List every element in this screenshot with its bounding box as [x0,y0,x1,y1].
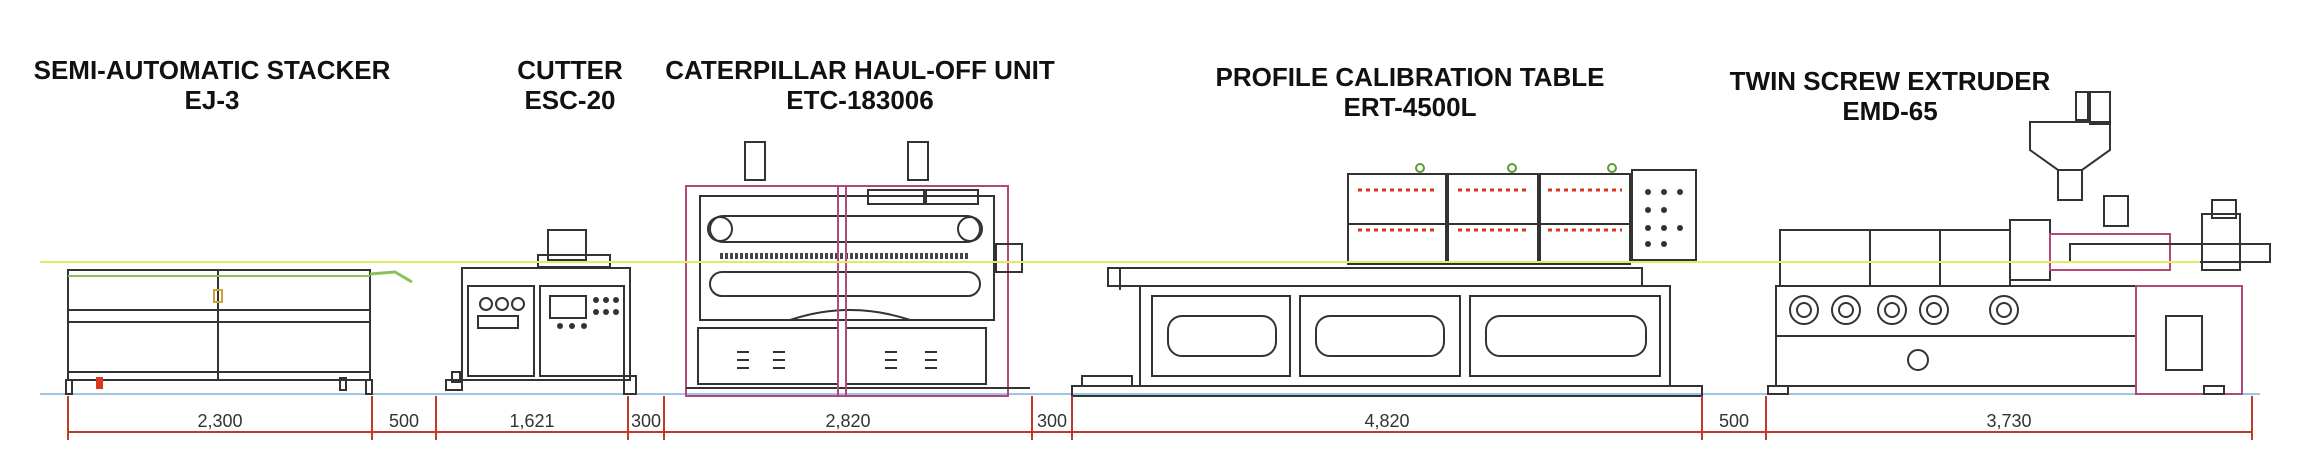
extruder-title: TWIN SCREW EXTRUDER EMD-65 [1720,66,2060,126]
dimension-labels: 2,300 500 1,621 300 2,820 300 4,820 500 … [197,411,2031,431]
stacker-name: SEMI-AUTOMATIC STACKER [33,55,391,85]
dimension-gap-1: 500 [389,411,419,431]
dimension-calibration-table: 4,820 [1364,411,1409,431]
calibration-table-model: ERT-4500L [1343,92,1477,122]
haul-off-model: ETC-183006 [786,85,934,115]
dimension-line [67,396,2253,440]
dimension-extruder: 3,730 [1986,411,2031,431]
stacker-machine [65,269,413,395]
cutter-name: CUTTER [517,55,623,85]
cutter-model: ESC-20 [524,85,616,115]
calibration-table-machine [1071,163,1703,397]
extruder-machine [1767,91,2271,395]
dimension-cutter: 1,621 [509,411,554,431]
dimension-stacker: 2,300 [197,411,242,431]
extruder-name: TWIN SCREW EXTRUDER [1729,66,2051,96]
cutter-machine [445,229,637,395]
dimension-gap-2: 300 [631,411,661,431]
dimension-gap-3: 300 [1037,411,1067,431]
calibration-table-name: PROFILE CALIBRATION TABLE [1215,62,1605,92]
calibration-table-title: PROFILE CALIBRATION TABLE ERT-4500L [1180,62,1640,122]
stacker-model: EJ-3 [184,85,240,115]
haul-off-machine [685,141,1030,397]
haul-off-title: CATERPILLAR HAUL-OFF UNIT ETC-183006 [650,55,1070,115]
dimension-haul-off: 2,820 [825,411,870,431]
dimension-gap-4: 500 [1719,411,1749,431]
stacker-title: SEMI-AUTOMATIC STACKER EJ-3 [12,55,412,115]
cutter-title: CUTTER ESC-20 [480,55,660,115]
extruder-model: EMD-65 [1842,96,1938,126]
haul-off-name: CATERPILLAR HAUL-OFF UNIT [665,55,1055,85]
